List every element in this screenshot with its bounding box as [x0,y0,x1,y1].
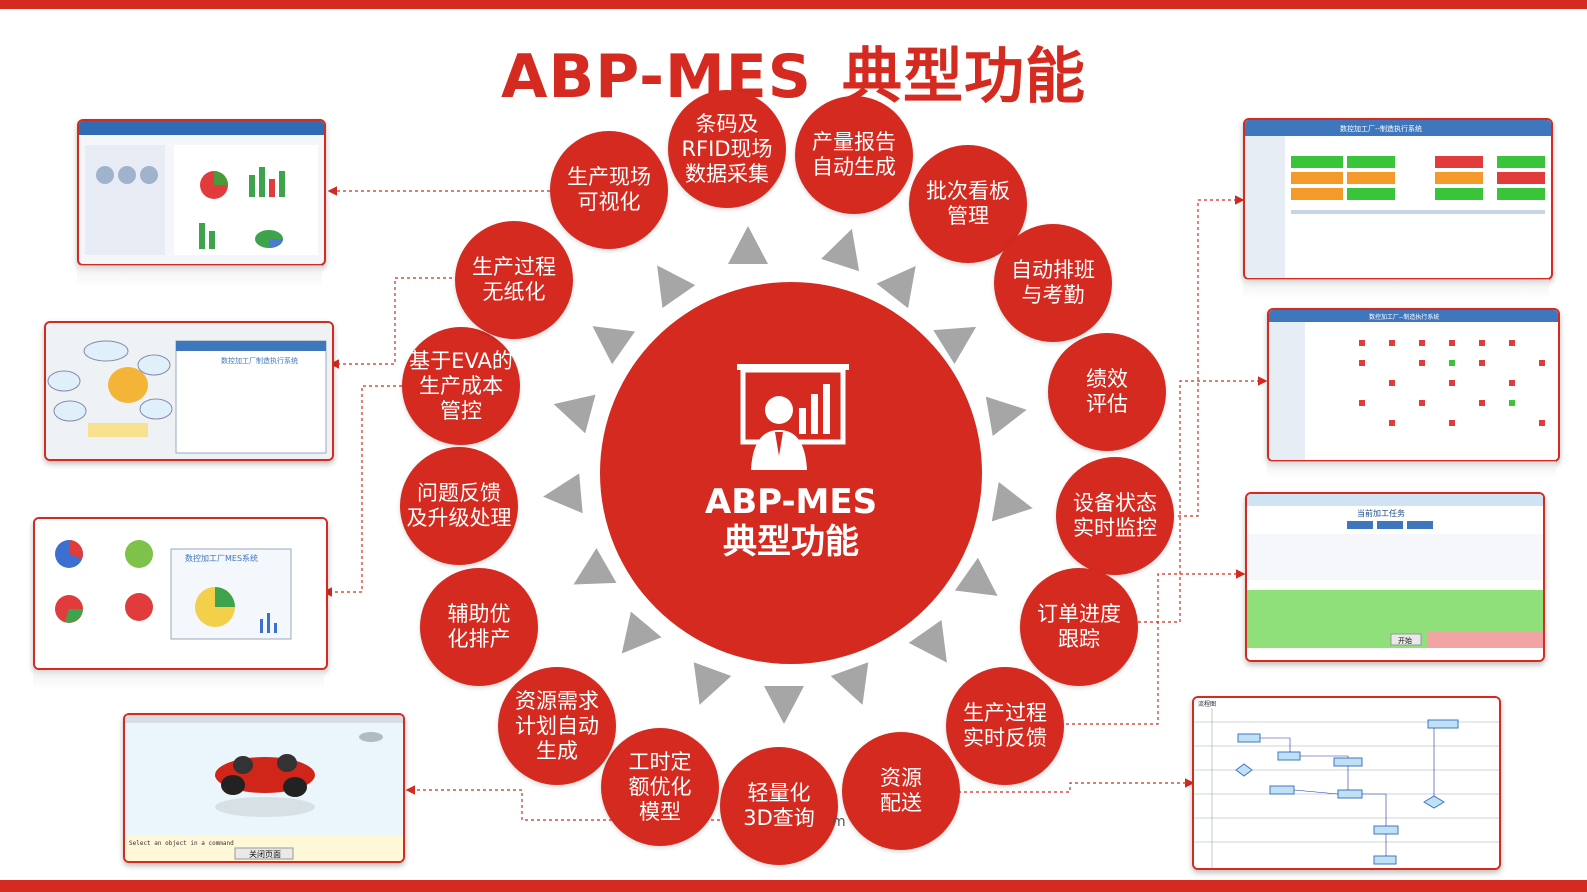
thumb-caption: 数控加工厂制造执行系统 [221,356,298,365]
watermark-fragment: m [832,814,846,830]
arrow-triangle [985,390,1031,436]
feature-labor-time-model[interactable]: 工时定 额优化 模型 [601,728,719,846]
mind-map-graphic: 数控加工厂制造执行系统 [46,323,332,459]
bottom-accent-bar [0,880,1587,892]
arrow-triangle [908,619,964,675]
feature-aps[interactable]: 辅助优 化排产 [420,568,538,686]
feature-process-feedback[interactable]: 生产过程 实时反馈 [946,667,1064,785]
feature-mrp[interactable]: 资源需求 计划自动 生成 [498,667,616,785]
center-hub: ABP-MES 典型功能 [600,282,982,664]
thumb-caption: 数控加工厂--制造执行系统 [1369,313,1439,321]
arrow-triangle [764,686,804,724]
arrow-triangle [821,222,871,272]
reflection [1267,461,1556,479]
screenshot-kanban[interactable]: 数控加工厂--制造执行系统 [1243,118,1553,280]
thumb-caption: 流程图 [1198,700,1216,708]
start-button: 开始 [1398,636,1412,645]
arrow-triangle [991,482,1037,528]
arrow-triangle [580,309,636,365]
feature-visualization[interactable]: 生产现场 可视化 [550,131,668,249]
link-line [958,778,1195,793]
arrow-triangle [728,226,768,264]
reflection [1243,279,1549,299]
screenshot-flowchart[interactable]: 流程图 [1192,696,1501,870]
top-accent-bar [0,0,1587,9]
feature-3d-query[interactable]: 轻量化 3D查询 [720,747,838,865]
feature-production-report[interactable]: 产量报告 自动生成 [795,96,913,214]
arrow-triangle [548,384,596,434]
feature-auto-scheduling[interactable]: 自动排班 与考勤 [994,224,1112,342]
close-page-button: 关闭页面 [249,849,281,859]
arrow-triangle [606,611,662,667]
feature-order-tracking[interactable]: 订单进度 跟踪 [1020,568,1138,686]
link-line [1178,195,1245,517]
screenshot-status-grid[interactable]: 数控加工厂--制造执行系统 [1267,308,1560,462]
arrow-triangle [640,253,696,309]
arrow-triangle [541,473,583,517]
3d-car-graphic: Select an object in a command 关闭页面 [125,715,403,861]
kanban-grid-graphic: 数控加工厂--制造执行系统 [1245,120,1551,278]
task-form-graphic: 当前加工任务 开始 [1247,494,1543,660]
status-bar-text: Select an object in a command [129,840,234,847]
arrow-triangle [680,662,732,712]
arrow-triangle [830,662,882,712]
reflection [77,265,322,287]
screenshot-pie-charts[interactable]: 数控加工厂MES系统 [33,517,328,670]
feature-batch-kanban[interactable]: 批次看板 管理 [909,145,1027,263]
feature-equipment-monitor[interactable]: 设备状态 实时监控 [1056,457,1174,575]
screenshot-mind-map[interactable]: 数控加工厂制造执行系统 [44,321,334,461]
thumb-caption: 当前加工任务 [1357,508,1405,518]
feature-issue-escalation[interactable]: 问题反馈 及升级处理 [400,447,518,565]
screenshot-3d-viewer[interactable]: Select an object in a command 关闭页面 [123,713,405,863]
pie-charts-graphic: 数控加工厂MES系统 [35,519,326,668]
feature-resource-delivery[interactable]: 资源 配送 [842,732,960,850]
center-label-line2: 典型功能 [723,522,859,562]
feature-barcode-rfid[interactable]: 条码及 RFID现场 数据采集 [668,90,786,208]
feature-paperless[interactable]: 生产过程 无纸化 [455,221,573,339]
presentation-icon [737,364,849,470]
status-grid-graphic: 数控加工厂--制造执行系统 [1269,310,1558,460]
reflection [33,670,324,690]
screenshot-dashboard[interactable] [77,119,326,266]
thumb-caption: 数控加工厂MES系统 [185,553,258,563]
dashboard-charts [85,145,318,255]
screenshot-task-form[interactable]: 当前加工任务 开始 [1245,492,1545,662]
thumb-caption: 数控加工厂--制造执行系统 [1340,124,1422,133]
feature-performance[interactable]: 绩效 评估 [1048,333,1166,451]
link-line [322,385,402,597]
feature-eva-cost[interactable]: 基于EVA的 生产成本 管控 [402,327,520,445]
arrow-triangle [954,557,1010,613]
center-label-line1: ABP-MES [704,482,878,522]
flowchart-graphic: 流程图 [1194,698,1499,868]
arrow-triangle [876,253,932,309]
